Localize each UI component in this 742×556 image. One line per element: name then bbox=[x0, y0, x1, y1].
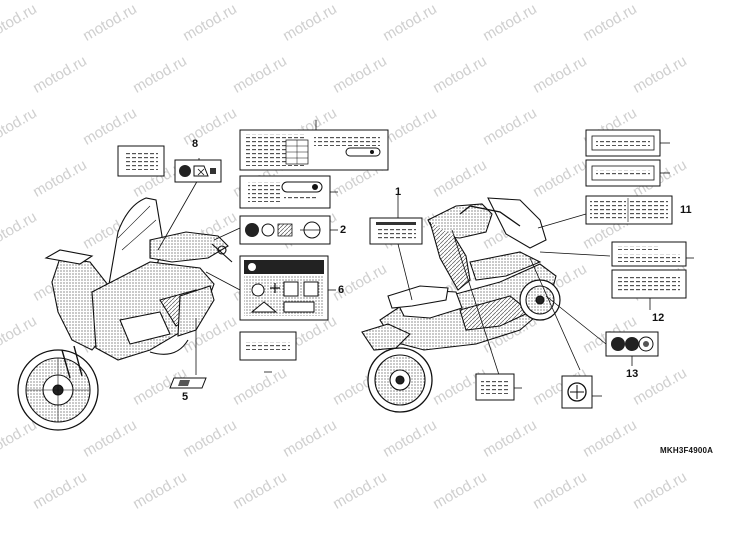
label-decal-right-top-2 bbox=[585, 159, 661, 187]
callout-5: 5 bbox=[182, 391, 189, 403]
label-decal-13 bbox=[605, 331, 659, 357]
label-decal-2 bbox=[239, 215, 331, 245]
callout-2: 2 bbox=[340, 224, 347, 236]
label-decal-top-large bbox=[239, 129, 389, 171]
label-decal-bottom-left bbox=[239, 331, 297, 361]
callout-1: 1 bbox=[395, 186, 402, 198]
label-decal-8 bbox=[174, 159, 222, 183]
callout-12: 12 bbox=[652, 312, 665, 324]
callout-11: 11 bbox=[680, 204, 692, 216]
scooter-left-illustration bbox=[17, 158, 241, 431]
scooter-right-illustration bbox=[361, 195, 611, 413]
label-decal-bottom-right bbox=[561, 375, 593, 409]
label-decal-12 bbox=[611, 269, 687, 299]
callout-6: 6 bbox=[338, 284, 345, 296]
label-decal-6 bbox=[239, 255, 329, 321]
label-decal-5 bbox=[169, 377, 207, 389]
label-decal-right-top-1 bbox=[585, 129, 661, 157]
label-decal-top-small bbox=[239, 175, 331, 209]
label-decal-1 bbox=[369, 217, 423, 245]
label-decal-bottom-mid bbox=[475, 373, 515, 401]
part-code-label: MKH3F4900A bbox=[660, 446, 714, 455]
label-decal-right-mid bbox=[611, 241, 687, 267]
callout-8: 8 bbox=[192, 138, 199, 150]
label-decal-left-plain bbox=[117, 145, 165, 177]
callout-13: 13 bbox=[626, 368, 639, 380]
label-decal-11 bbox=[585, 195, 673, 225]
